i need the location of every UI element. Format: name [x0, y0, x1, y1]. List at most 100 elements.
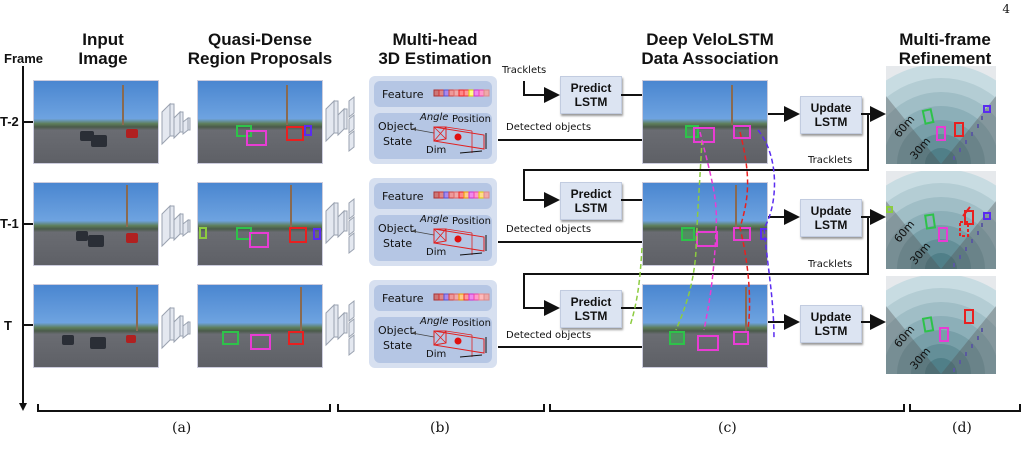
multihead-cnn-icon: [325, 299, 355, 357]
bev-range-rings: [886, 66, 996, 164]
car: [88, 235, 104, 247]
bbox-magenta: [249, 232, 269, 248]
feature-head: Feature: [374, 285, 492, 311]
title-input-image: Input Image: [58, 30, 148, 68]
frame-label-t1: T-1: [0, 216, 19, 231]
frame-axis-title: Frame: [4, 51, 44, 66]
brace-b: [337, 404, 545, 412]
section-label-b: (b): [430, 420, 450, 436]
dim-label: Dim: [426, 349, 447, 360]
car: [76, 231, 88, 241]
backbone-cnn-icon: [161, 102, 191, 146]
proposals-image-t2: [197, 80, 323, 164]
title-line: Refinement: [898, 49, 992, 68]
bbox-red: [286, 126, 304, 141]
estimation-panel-t1: Feature Object State Angle Position Dim: [369, 178, 497, 266]
feature-head: Feature: [374, 81, 492, 107]
position-label: Position: [452, 114, 491, 125]
utility-pole: [286, 85, 288, 125]
feature-vector-icon: [433, 89, 490, 97]
frame-label-t: T: [4, 318, 12, 333]
proposals-image-t: [197, 284, 323, 368]
utility-pole: [731, 85, 733, 125]
bev-map-t1: 60m 30m: [886, 171, 996, 269]
title-line: Multi-head: [392, 30, 478, 49]
input-image-t: [33, 284, 159, 368]
estimation-panel-t: Feature Object State Angle Position Dim: [369, 280, 497, 368]
backbone-cnn-icon: [161, 306, 191, 350]
bev-map-t: 60m 30m: [886, 276, 996, 374]
angle-label: Angle: [420, 316, 449, 327]
title-line: Input: [82, 30, 124, 49]
bbox-green: [222, 331, 239, 345]
angle-label: Angle: [420, 112, 449, 123]
bbox-magenta: [246, 130, 267, 146]
lstm-label: LSTM: [574, 95, 608, 109]
title-line: Image: [78, 49, 128, 68]
feature-label: Feature: [382, 190, 424, 203]
estimation-panel-t2: Feature Object State Angle Position Dim: [369, 76, 497, 164]
bev-map-t2: 60m 30m: [886, 66, 996, 164]
car: [90, 337, 106, 349]
title-line: Quasi-Dense: [208, 30, 312, 49]
car: [126, 129, 138, 138]
feature-vector-icon: [433, 191, 490, 199]
car: [91, 135, 107, 147]
bbox-blue: [313, 228, 321, 240]
object-state-label: Object: [378, 324, 414, 337]
lstm-label: LSTM: [814, 324, 848, 338]
utility-pole: [300, 287, 302, 331]
lstm-label: LSTM: [574, 309, 608, 323]
proposals-image-t1: [197, 182, 323, 266]
page-number: 4: [1002, 2, 1010, 16]
3d-box-icon: [411, 330, 487, 358]
frame-axis-arrowhead: [19, 403, 27, 411]
object-state-label: Object: [378, 222, 414, 235]
lstm-label: Update: [810, 204, 852, 218]
bbox-green: [669, 331, 685, 345]
title-estimation: Multi-head 3D Estimation: [360, 30, 510, 68]
input-image-t1: [33, 182, 159, 266]
object-state-head: Object State Angle Position Dim: [374, 214, 492, 261]
brace-d: [909, 404, 1021, 412]
3d-box-icon: [411, 228, 487, 256]
lstm-label: Predict: [570, 81, 612, 95]
brace-a: [37, 404, 331, 412]
utility-pole: [122, 85, 124, 125]
detected-objects-label: Detected objects: [506, 330, 592, 341]
car: [126, 233, 138, 243]
bbox-red: [289, 227, 307, 243]
object-state-label: State: [383, 339, 413, 352]
3d-box-icon: [411, 126, 487, 154]
car: [126, 335, 136, 343]
title-line: Multi-frame: [899, 30, 991, 49]
bbox-red: [733, 331, 749, 345]
dim-label: Dim: [426, 145, 447, 156]
feature-label: Feature: [382, 88, 424, 101]
position-label: Position: [452, 216, 491, 227]
object-state-head: Object State Angle Position Dim: [374, 316, 492, 363]
bev-range-rings: [886, 171, 996, 269]
lstm-label: Update: [810, 310, 852, 324]
lstm-label: Update: [810, 101, 852, 115]
bbox-lime: [199, 227, 207, 239]
feature-label: Feature: [382, 292, 424, 305]
multihead-cnn-icon: [325, 197, 355, 255]
bev-range-rings: [886, 276, 996, 374]
multihead-cnn-icon: [325, 95, 355, 153]
section-label-d: (d): [952, 420, 972, 436]
bbox-magenta: [250, 334, 271, 350]
input-image-t2: [33, 80, 159, 164]
object-state-label: State: [383, 135, 413, 148]
feature-head: Feature: [374, 183, 492, 209]
title-region-proposals: Quasi-Dense Region Proposals: [180, 30, 340, 68]
title-line: Data Association: [641, 49, 779, 68]
angle-label: Angle: [420, 214, 449, 225]
bbox-blue: [304, 125, 312, 136]
backbone-cnn-icon: [161, 204, 191, 248]
car: [62, 335, 74, 345]
bbox-red: [288, 331, 304, 345]
object-state-label: State: [383, 237, 413, 250]
